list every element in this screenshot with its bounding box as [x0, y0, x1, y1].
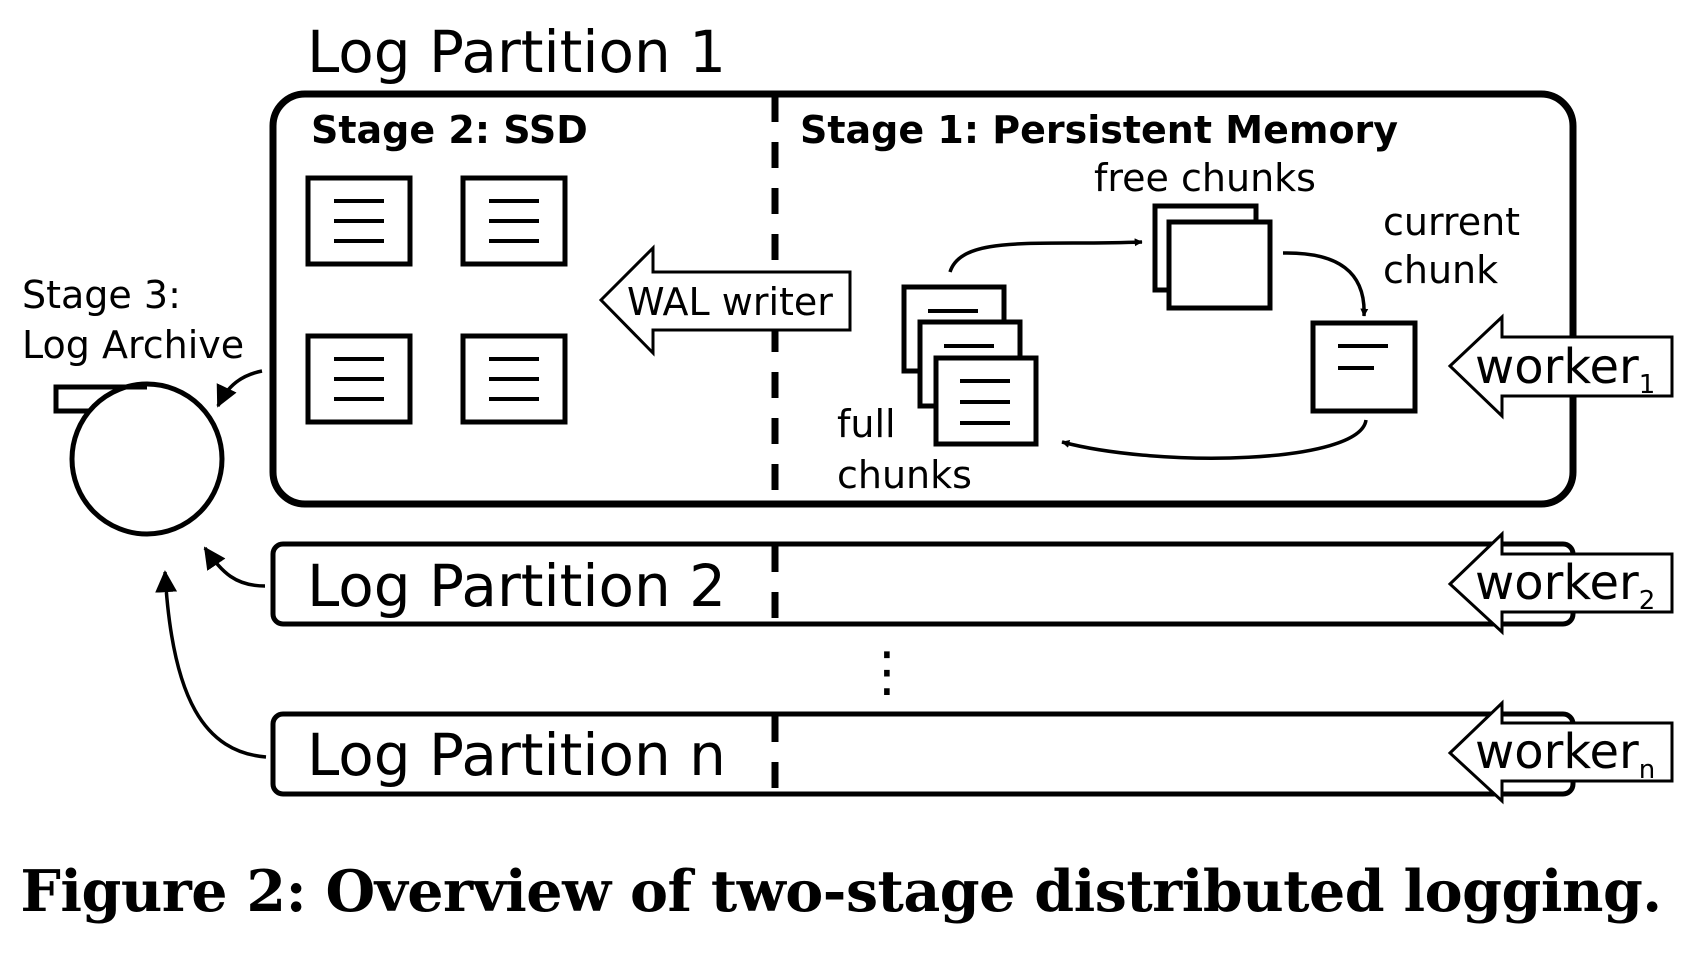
archive-label-line2: Log Archive	[22, 323, 244, 367]
worker2-label: worker2	[1475, 555, 1655, 616]
ssd-document-4	[460, 333, 568, 425]
full-chunks-stack	[901, 284, 1039, 447]
figure-caption: Figure 2: Overview of two-stage distribu…	[20, 858, 1662, 925]
tape-archive-icon	[53, 381, 225, 537]
free-chunks-stack	[1152, 203, 1273, 311]
arrow-partition2-to-archive	[203, 546, 266, 588]
workern-label-subscript: n	[1639, 755, 1655, 785]
workern-label: workern	[1475, 724, 1655, 785]
worker2-arrow: worker2	[1447, 530, 1674, 636]
archive-label-line1: Stage 3:	[22, 273, 181, 317]
arrow-full-to-free	[948, 238, 1143, 273]
current-chunk	[1310, 320, 1418, 414]
arrow-free-to-current	[1282, 251, 1369, 317]
worker1-label-subscript: 1	[1639, 370, 1656, 400]
workern-label-base: worker	[1475, 724, 1639, 780]
free-chunks-label: free chunks	[1094, 156, 1316, 200]
worker1-label: worker1	[1475, 339, 1655, 400]
worker2-label-subscript: 2	[1639, 586, 1656, 616]
stage2-label: Stage 2: SSD	[311, 108, 588, 152]
arrow-partition1-to-archive	[216, 369, 263, 408]
current-chunk-label-line1: current	[1383, 200, 1520, 244]
partitionn-title: Log Partition n	[307, 721, 726, 789]
worker1-arrow: worker1	[1447, 313, 1674, 420]
arrow-current-to-full	[1061, 419, 1368, 460]
ssd-document-1	[305, 175, 413, 267]
ssd-document-2	[460, 175, 568, 267]
partition-ellipsis: ⋮	[860, 640, 914, 703]
current-chunk-label-line2: chunk	[1383, 248, 1498, 292]
partition1-box	[269, 90, 1577, 508]
workern-arrow: workern	[1447, 699, 1674, 805]
partition2-title: Log Partition 2	[307, 552, 726, 620]
ssd-document-3	[305, 333, 413, 425]
arrow-partitionn-to-archive	[155, 570, 267, 759]
full-chunks-label-line1: full	[837, 402, 896, 446]
worker2-label-base: worker	[1475, 555, 1639, 611]
stage1-label: Stage 1: Persistent Memory	[800, 108, 1398, 152]
partition1-title: Log Partition 1	[307, 18, 726, 86]
wal-writer-label: WAL writer	[627, 280, 833, 324]
worker1-label-base: worker	[1475, 339, 1639, 395]
wal-writer-arrow: WAL writer	[598, 244, 852, 357]
full-chunks-label-line2: chunks	[837, 453, 972, 497]
